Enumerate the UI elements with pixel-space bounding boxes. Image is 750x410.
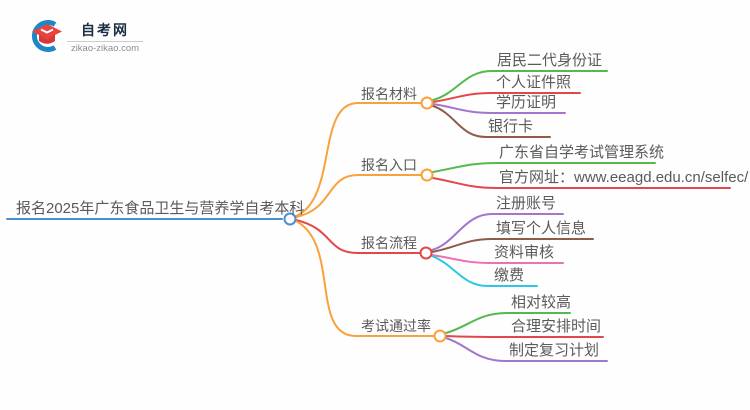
leaf-node-id-card[interactable]: 居民二代身份证 [497, 52, 603, 69]
branch-node-process[interactable]: 报名流程 [361, 235, 417, 251]
mindmap-edges [6, 70, 731, 362]
leaf-node-pay[interactable]: 缴费 [494, 267, 525, 284]
site-domain: zikao-zikao.com [70, 43, 140, 54]
leaf-node-bank-card[interactable]: 银行卡 [488, 118, 534, 135]
site-logo[interactable]: 自考网 zikao-zikao.com [30, 20, 143, 54]
leaf-node-schedule[interactable]: 合理安排时间 [511, 318, 602, 335]
leaf-node-system[interactable]: 广东省自学考试管理系统 [499, 144, 665, 161]
root-node-circle[interactable] [283, 212, 297, 226]
logo-divider [67, 41, 143, 42]
leaf-node-photo[interactable]: 个人证件照 [496, 74, 572, 91]
branch-node-materials[interactable]: 报名材料 [361, 86, 417, 102]
site-name: 自考网 [81, 22, 129, 38]
branch-circle-passrate[interactable] [433, 329, 447, 343]
leaf-node-review[interactable]: 资料审核 [494, 244, 555, 261]
branch-circle-materials[interactable] [420, 96, 434, 110]
graduation-cap-icon [32, 20, 62, 52]
branch-circle-entrance[interactable] [420, 168, 434, 182]
leaf-node-high[interactable]: 相对较高 [511, 294, 572, 311]
leaf-node-plan[interactable]: 制定复习计划 [509, 342, 600, 359]
branch-node-passrate[interactable]: 考试通过率 [361, 318, 431, 334]
branch-circle-process[interactable] [419, 246, 433, 260]
leaf-node-fill-info[interactable]: 填写个人信息 [496, 220, 587, 237]
leaf-node-register[interactable]: 注册账号 [496, 195, 557, 212]
leaf-node-website[interactable]: 官方网址：www.eeagd.edu.cn/selfec/ [499, 169, 749, 186]
branch-node-entrance[interactable]: 报名入口 [361, 157, 417, 173]
root-node[interactable]: 报名2025年广东食品卫生与营养学自考本科 [16, 200, 305, 217]
leaf-node-diploma[interactable]: 学历证明 [496, 94, 557, 111]
